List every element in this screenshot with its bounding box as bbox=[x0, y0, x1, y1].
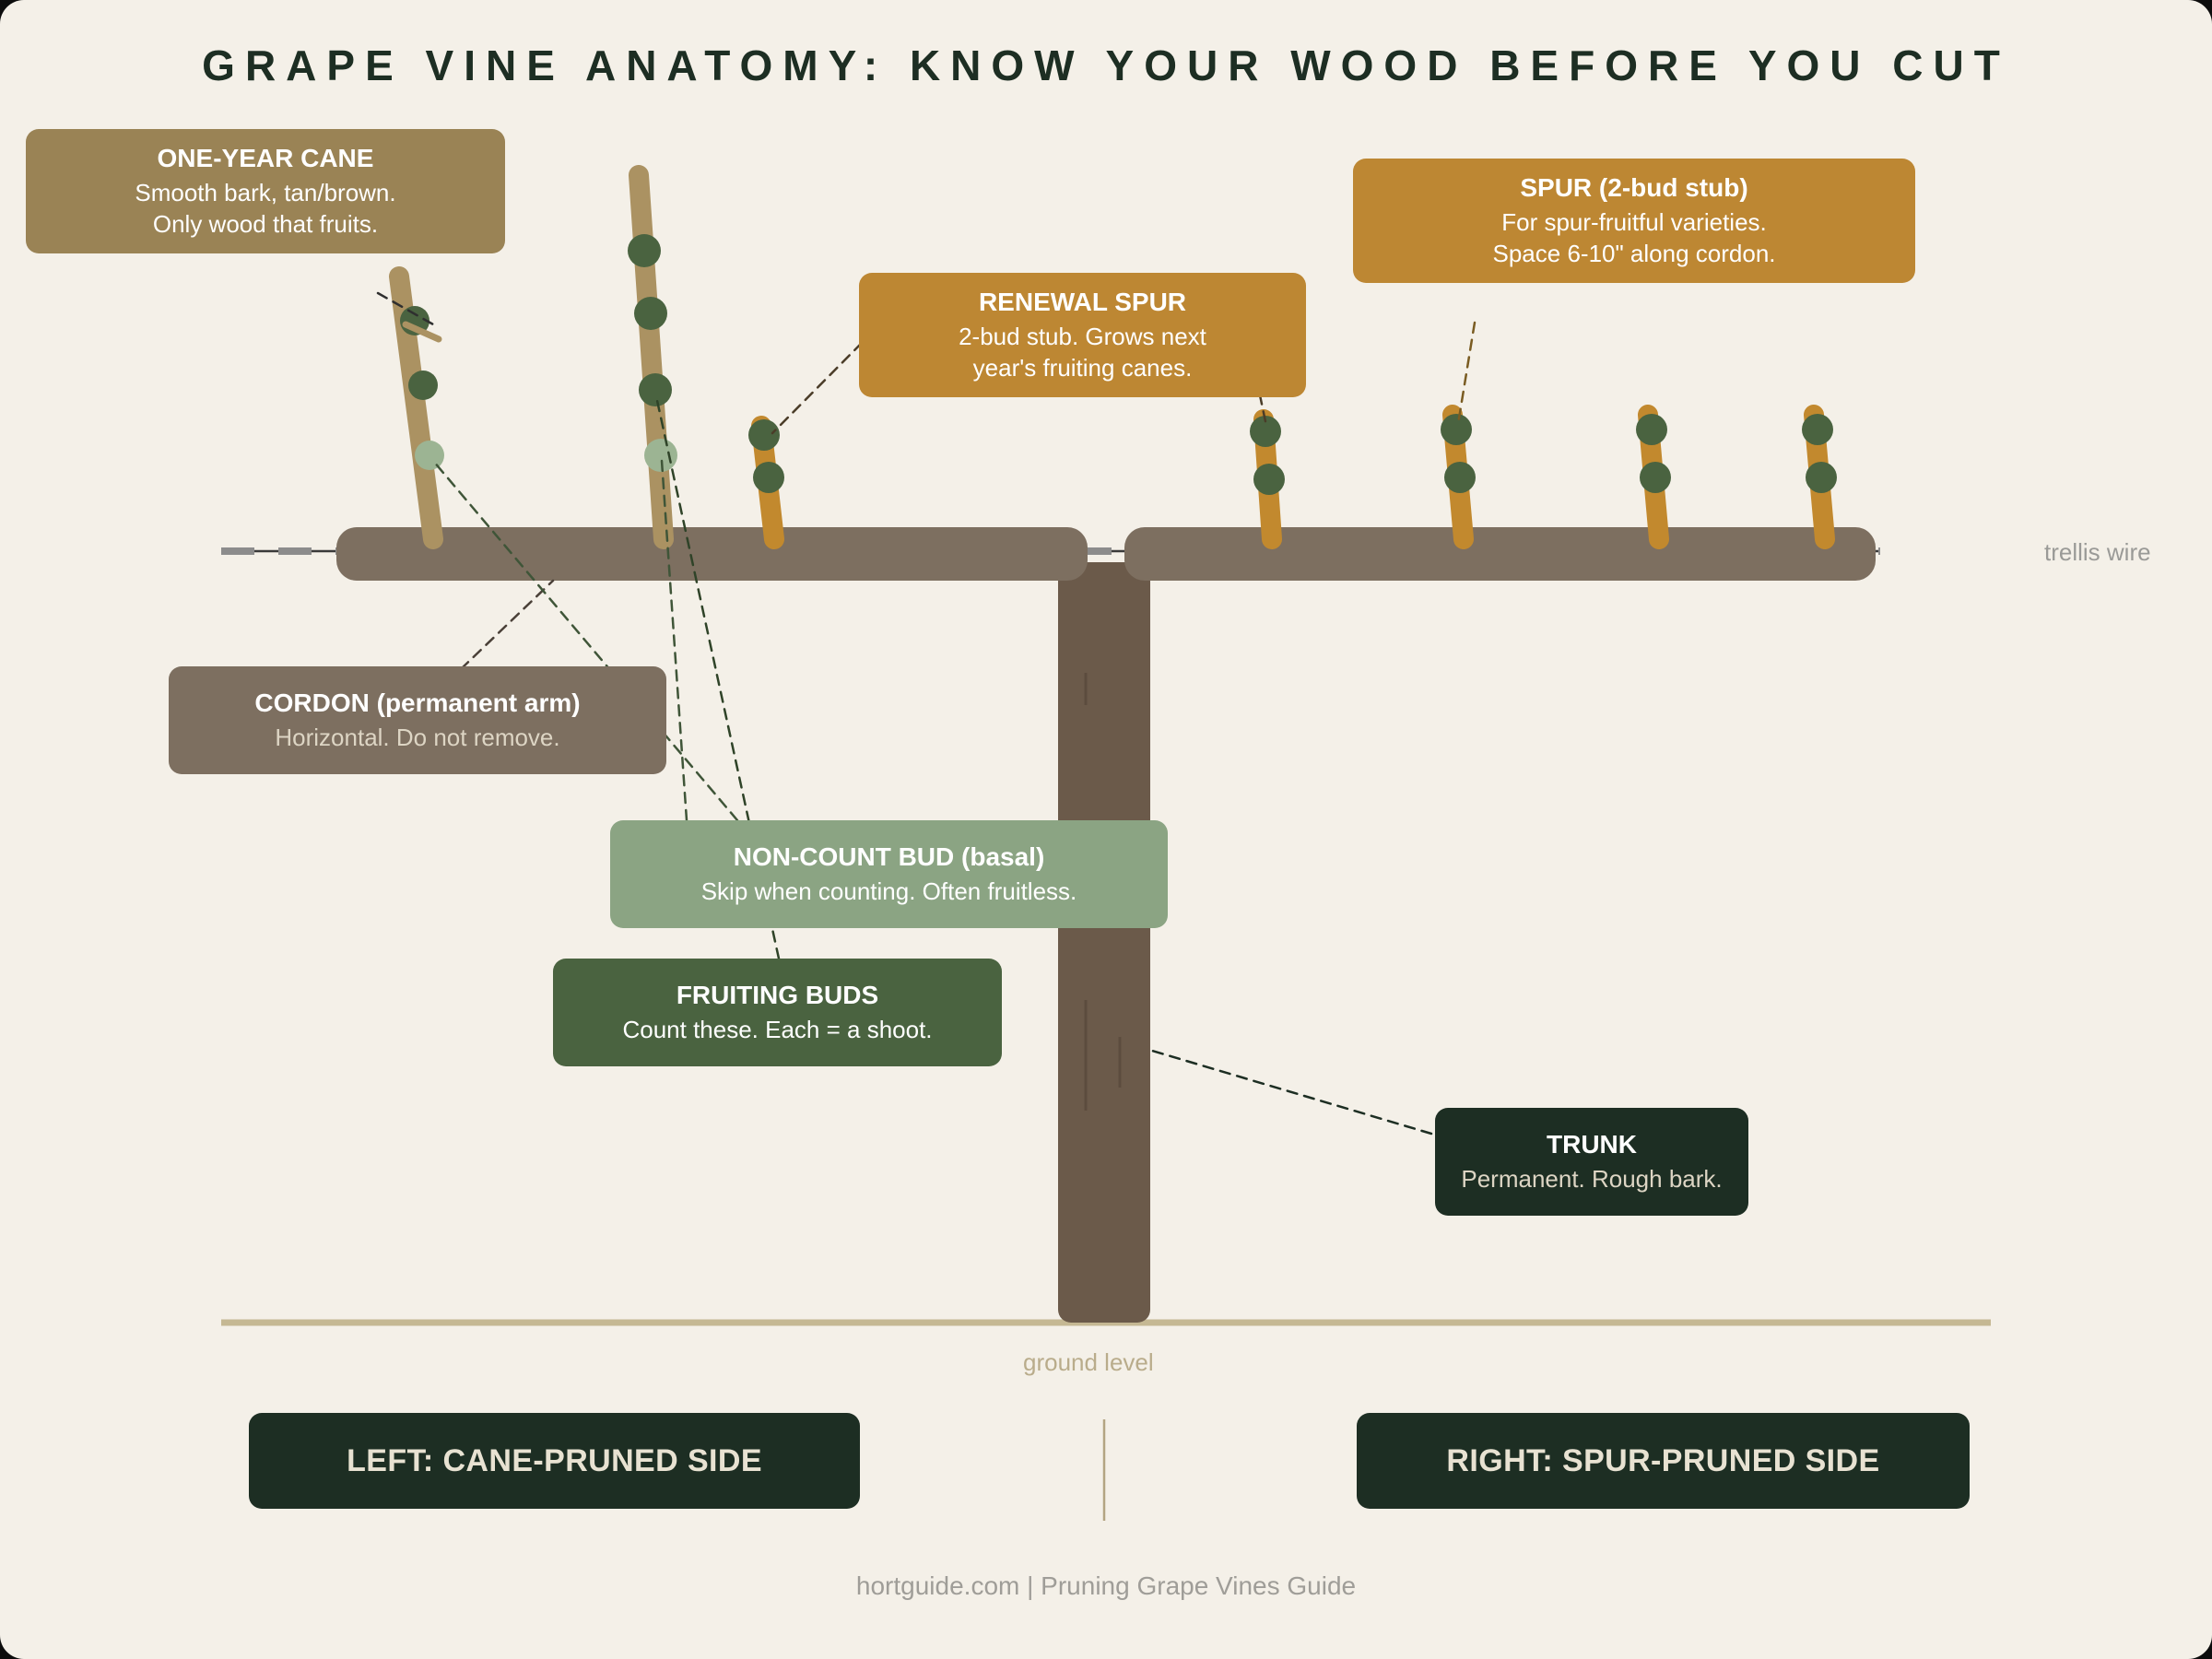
fruiting-bud bbox=[1806, 462, 1837, 493]
leader-one-year-cane bbox=[376, 291, 435, 326]
spur-3 bbox=[1802, 405, 1837, 549]
non-count-bud bbox=[415, 441, 444, 470]
fruiting-bud bbox=[639, 373, 672, 406]
callout-fruiting-buds[interactable]: FRUITING BUDS Count these. Each = a shoo… bbox=[553, 959, 1002, 1067]
fruiting-bud bbox=[1250, 416, 1281, 447]
callout-title: SPUR (2-bud stub) bbox=[1520, 173, 1748, 202]
callout-cordon[interactable]: CORDON (permanent arm) Horizontal. Do no… bbox=[169, 666, 666, 775]
fruiting-bud bbox=[748, 419, 780, 451]
fruiting-bud bbox=[634, 297, 667, 330]
page-title: GRAPE VINE ANATOMY: KNOW YOUR WOOD BEFOR… bbox=[202, 41, 2010, 89]
cane-2 bbox=[628, 165, 677, 549]
fruiting-bud bbox=[1636, 414, 1667, 445]
callout-line-1: 2-bud stub. Grows next bbox=[959, 323, 1206, 351]
leader-cordon bbox=[459, 579, 555, 671]
cane-2-stem bbox=[629, 165, 674, 549]
fruiting-bud bbox=[1640, 462, 1671, 493]
callout-trunk[interactable]: TRUNK Permanent. Rough bark. bbox=[1435, 1108, 1748, 1217]
callout-line-2: Space 6-10" along cordon. bbox=[1492, 240, 1776, 268]
callout-title: ONE-YEAR CANE bbox=[157, 144, 374, 172]
non-count-bud bbox=[644, 439, 677, 472]
leader-spur bbox=[1456, 321, 1477, 426]
callout-spur[interactable]: SPUR (2-bud stub) For spur-fruitful vari… bbox=[1353, 159, 1915, 283]
callout-line-1: Horizontal. Do not remove. bbox=[275, 724, 560, 752]
callout-title: TRUNK bbox=[1547, 1130, 1637, 1159]
trunk-body bbox=[1058, 562, 1150, 1323]
leader-non-count-bud-2 bbox=[431, 459, 739, 822]
fruiting-bud bbox=[1444, 462, 1476, 493]
callout-line-1: Permanent. Rough bark. bbox=[1461, 1165, 1723, 1194]
trellis-wire-label: trellis wire bbox=[2044, 538, 2151, 566]
footer-credit: hortguide.com | Pruning Grape Vines Guid… bbox=[855, 1571, 1357, 1600]
cane-1 bbox=[389, 266, 444, 549]
callout-title: CORDON (permanent arm) bbox=[254, 688, 581, 717]
spur-2 bbox=[1636, 405, 1671, 549]
ground-level-label: ground level bbox=[1023, 1348, 1154, 1376]
callout-line-1: Skip when counting. Often fruitless. bbox=[700, 877, 1077, 906]
spur-1 bbox=[1441, 405, 1476, 549]
fruiting-bud bbox=[1253, 464, 1285, 495]
renewal-spur-1 bbox=[748, 416, 784, 549]
callout-title: RENEWAL SPUR bbox=[978, 288, 1187, 316]
fruiting-bud bbox=[408, 371, 438, 400]
fruiting-bud bbox=[753, 462, 784, 493]
fruiting-bud bbox=[628, 234, 661, 267]
trunk-shape bbox=[1058, 562, 1150, 1323]
callout-non-count-bud[interactable]: NON-COUNT BUD (basal) Skip when counting… bbox=[610, 820, 1168, 929]
fruiting-bud bbox=[1802, 414, 1833, 445]
leader-renewal-spur bbox=[771, 341, 864, 435]
cane-1-lateral bbox=[402, 321, 442, 343]
callout-line-1: Count these. Each = a shoot. bbox=[622, 1016, 933, 1044]
callout-title: NON-COUNT BUD (basal) bbox=[733, 842, 1045, 871]
callout-line-2: year's fruiting canes. bbox=[972, 354, 1193, 382]
callout-one-year-cane[interactable]: ONE-YEAR CANE Smooth bark, tan/brown. On… bbox=[26, 129, 505, 253]
callout-line-2: Only wood that fruits. bbox=[152, 210, 379, 239]
leader-non-count-bud bbox=[660, 459, 688, 822]
callout-line-1: Smooth bark, tan/brown. bbox=[135, 179, 396, 207]
callout-title: FRUITING BUDS bbox=[676, 981, 879, 1009]
side-label-right[interactable]: RIGHT: SPUR-PRUNED SIDE bbox=[1357, 1413, 1970, 1509]
renewal-spur-2 bbox=[1250, 409, 1285, 549]
leader-trunk bbox=[1150, 1049, 1433, 1135]
cordon-right bbox=[1124, 527, 1876, 581]
side-label-left[interactable]: LEFT: CANE-PRUNED SIDE bbox=[249, 1413, 860, 1509]
callout-renewal-spur[interactable]: RENEWAL SPUR 2-bud stub. Grows next year… bbox=[859, 273, 1306, 397]
callout-line-1: For spur-fruitful varieties. bbox=[1501, 208, 1767, 237]
fruiting-bud bbox=[1441, 414, 1472, 445]
cordon-left bbox=[336, 527, 1088, 581]
